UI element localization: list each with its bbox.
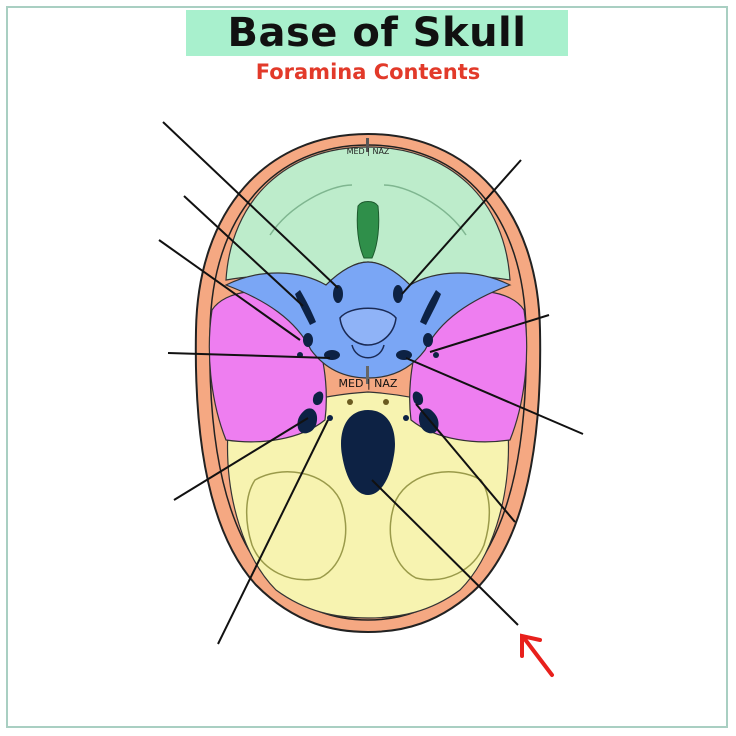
cribriform-plate [356,201,380,259]
anterior-marker-label: MED | NAZ [347,147,390,156]
left-cerebellar-fossa [245,471,347,581]
leader-line-10 [415,403,516,523]
leader-line-4 [167,352,331,359]
skull-inner-line [209,144,527,621]
page-subtitle: Foramina Contents [255,60,481,84]
left-optic-canal [333,285,343,303]
page-border [6,6,728,728]
left-jugular-foramen [297,408,318,434]
leader-line-11 [371,479,519,626]
sella-turcica [339,307,397,346]
leader-line-5 [173,417,309,501]
middle-marker-label: MED | NAZ [339,377,398,390]
posterior-midline-marker [366,366,369,384]
right-mastoid-foramen [383,399,389,405]
leader-line-8 [429,314,550,353]
right-superior-orbital-fissure [420,290,441,325]
left-superior-orbital-fissure [295,290,316,325]
anterior-fossa-ridges [269,184,467,236]
leader-line-7 [401,159,522,295]
left-hypoglossal-canal [327,415,333,421]
right-hypoglossal-canal [403,415,409,421]
right-cerebellar-fossa [389,471,491,581]
leader-line-3 [158,239,301,341]
right-foramen-ovale [396,350,412,360]
right-internal-acoustic-meatus [412,391,424,406]
page-title: Base of Skull [227,10,527,56]
clivus [351,344,385,359]
leader-line-1 [162,121,339,289]
leader-line-2 [183,195,304,307]
right-optic-canal [393,285,403,303]
title-highlight [186,10,568,56]
left-foramen-rotundum [303,333,313,347]
right-foramen-spinosum [433,352,439,358]
pointer-arrow [520,633,554,677]
left-internal-acoustic-meatus [312,391,324,406]
right-foramen-rotundum [423,333,433,347]
leader-line-6 [217,419,329,645]
anterior-midline-marker [366,138,369,152]
posterior-cranial-fossa [226,391,510,619]
leader-line-9 [405,357,584,435]
leader-lines [158,121,584,645]
left-mastoid-foramen [347,399,353,405]
foramina-group [295,285,441,495]
foramen-magnum [341,410,395,495]
